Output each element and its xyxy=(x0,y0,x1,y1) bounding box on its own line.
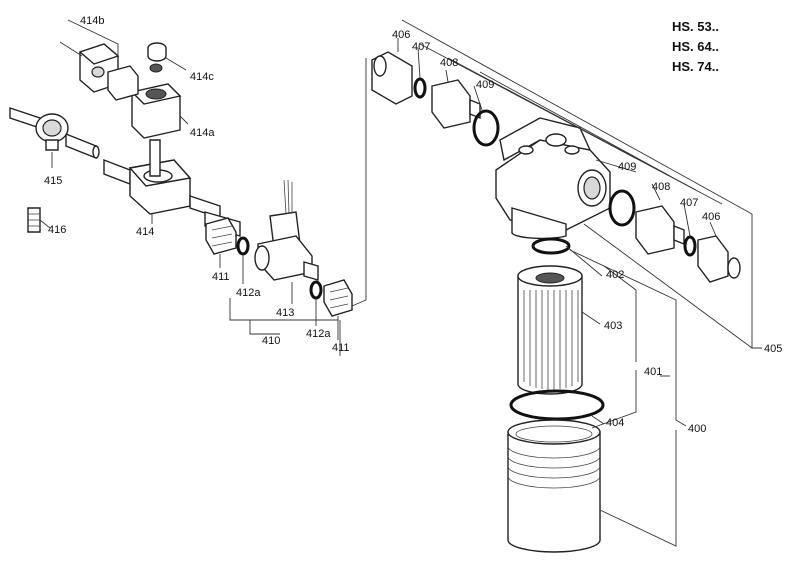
label-414: 414 xyxy=(136,226,154,238)
leader-lines xyxy=(39,19,762,547)
label-404: 404 xyxy=(606,417,624,429)
label-412a-left: 412a xyxy=(236,287,261,299)
label-411-left: 411 xyxy=(212,271,230,283)
label-402: 402 xyxy=(606,269,624,281)
label-403: 403 xyxy=(604,320,622,332)
part-411-fitting-left xyxy=(205,217,237,255)
part-411-fitting-right xyxy=(323,279,353,317)
part-406-union-left xyxy=(371,51,413,105)
label-405: 405 xyxy=(764,343,782,355)
label-408-right: 408 xyxy=(652,181,670,193)
label-414a: 414a xyxy=(190,127,215,139)
part-414b-connector xyxy=(59,41,139,101)
part-408-nut-left xyxy=(431,79,481,129)
label-411-right: 411 xyxy=(332,342,350,354)
label-409-right: 409 xyxy=(618,161,636,173)
label-414b: 414b xyxy=(80,15,104,27)
part-407-seal-left xyxy=(413,77,427,99)
part-414c-nut xyxy=(147,42,167,73)
part-406-union-right xyxy=(697,235,741,283)
label-412a-right: 412a xyxy=(306,328,331,340)
label-410: 410 xyxy=(262,335,280,347)
part-416-fitting xyxy=(27,207,41,233)
label-401: 401 xyxy=(644,366,662,378)
label-415: 415 xyxy=(44,175,62,187)
label-416: 416 xyxy=(48,224,66,236)
label-414c: 414c xyxy=(190,71,214,83)
part-412a-oring-right xyxy=(309,280,323,300)
label-409-top: 409 xyxy=(476,79,494,91)
part-402-oring xyxy=(531,237,571,255)
label-406-top: 406 xyxy=(392,29,410,41)
label-407-top: 407 xyxy=(412,41,430,53)
label-408-top: 408 xyxy=(440,57,458,69)
label-400: 400 xyxy=(688,423,706,435)
part-414a-coil xyxy=(130,83,182,139)
part-414-solenoid-valve-body xyxy=(103,139,241,237)
model-code: HS. 64.. xyxy=(672,39,719,54)
model-list: HS. 53.. HS. 64.. HS. 74.. xyxy=(672,19,719,74)
part-413-pressure-switch xyxy=(254,179,319,281)
part-407-seal-right xyxy=(683,235,697,257)
part-400-filter-bowl xyxy=(507,419,601,553)
part-415-gauge-tee xyxy=(9,107,100,160)
part-409-oring-left xyxy=(472,109,500,147)
part-408-nut-right xyxy=(635,205,685,255)
part-filter-head xyxy=(495,117,611,240)
part-labels: 414b 414c 414a 415 416 414 411 412a 413 … xyxy=(44,15,782,435)
part-404-oring xyxy=(509,389,605,421)
label-407-right: 407 xyxy=(680,197,698,209)
part-403-filter-cartridge xyxy=(517,265,583,395)
model-code: HS. 74.. xyxy=(672,59,719,74)
part-412a-oring-left xyxy=(236,236,250,256)
part-409-oring-right xyxy=(608,189,636,227)
label-413: 413 xyxy=(276,307,294,319)
label-406-right: 406 xyxy=(702,211,720,223)
model-code: HS. 53.. xyxy=(672,19,719,34)
